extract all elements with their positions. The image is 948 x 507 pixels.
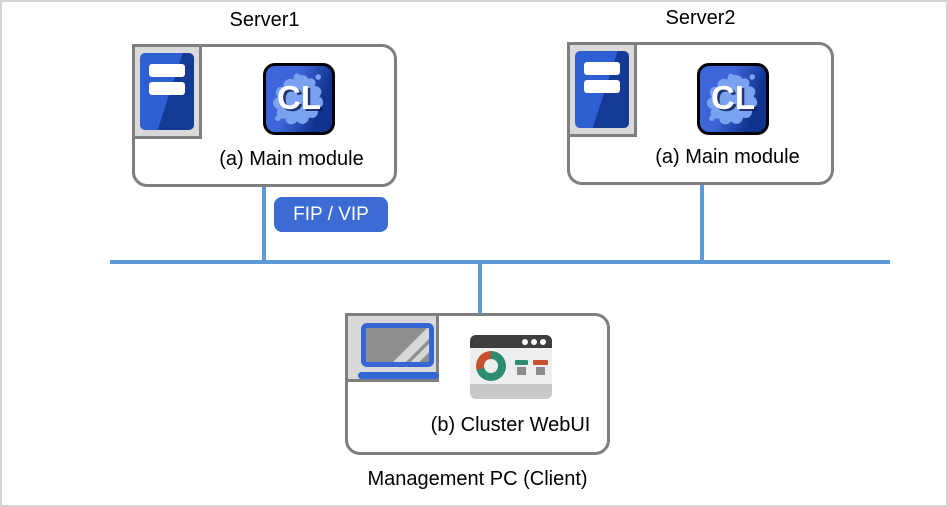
connector-management-pc xyxy=(478,264,482,315)
server-tower-glyph xyxy=(140,53,194,130)
cl-app-icon: CL xyxy=(263,63,335,135)
cl-app-icon: CL xyxy=(697,63,769,135)
cl-splash-shape xyxy=(273,73,324,125)
server-tower-glyph xyxy=(575,51,629,128)
server1-title: Server1 xyxy=(229,9,300,31)
server2-title: Server2 xyxy=(665,7,736,29)
laptop-screen-glyph xyxy=(361,323,434,367)
browser-content xyxy=(470,348,552,384)
cl-icon-label: CL xyxy=(711,78,755,116)
management-pc-node: (b) Cluster WebUI xyxy=(345,313,610,455)
browser-titlebar xyxy=(470,335,552,348)
laptop-icon xyxy=(345,313,439,382)
server1-module-label: (a) Main module xyxy=(219,148,364,170)
server1-node: CL (a) Main module xyxy=(132,44,397,187)
connector-server2 xyxy=(700,185,704,262)
donut-chart-icon xyxy=(476,351,506,381)
server2-module-label: (a) Main module xyxy=(655,146,800,168)
connector-server1 xyxy=(262,187,266,262)
server2-node: CL (a) Main module xyxy=(567,42,834,185)
management-pc-caption: Management PC (Client) xyxy=(367,468,588,490)
network-line-horizontal xyxy=(110,260,890,264)
fip-vip-badge: FIP / VIP xyxy=(274,197,388,232)
cl-splash-shape xyxy=(707,73,758,125)
webui-dashboard-icon xyxy=(470,335,552,399)
server-tower-icon xyxy=(567,42,637,137)
cl-icon-label: CL xyxy=(277,78,321,116)
server-tower-icon xyxy=(132,44,202,139)
laptop-base-glyph xyxy=(358,372,439,379)
management-module-label: (b) Cluster WebUI xyxy=(430,414,591,436)
